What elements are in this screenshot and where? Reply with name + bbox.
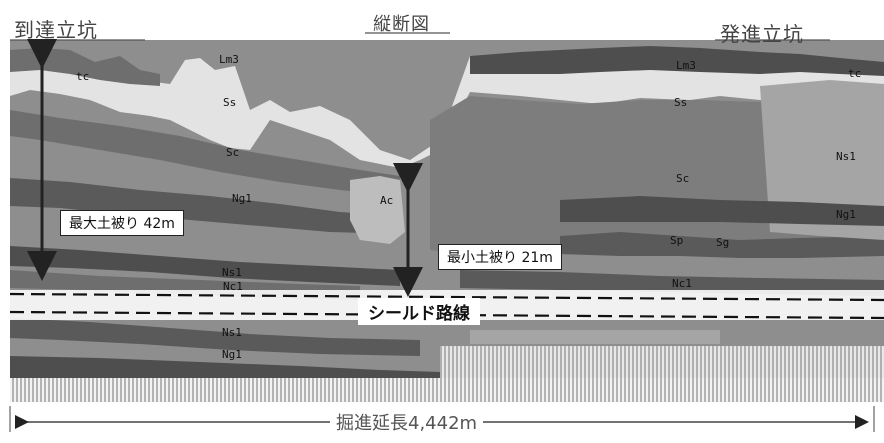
top-cap-layer xyxy=(470,46,884,76)
strata-label-lm3-right: Lm3 xyxy=(676,59,696,72)
min-cover-callout: 最小土被り 21m xyxy=(438,244,562,270)
strata-label-lm3-left: Lm3 xyxy=(219,53,239,66)
sc-band-left xyxy=(10,110,400,196)
shield-route-label: シールド路線 xyxy=(358,298,480,325)
max-cover-callout: 最大土被り 42m xyxy=(60,210,184,236)
strata-label-nc1-left: Nc1 xyxy=(223,280,243,293)
strata-label-ng1-right: Ng1 xyxy=(836,208,856,221)
ns1-band-left xyxy=(10,246,400,286)
departure-shaft-title: 発進立坑 xyxy=(720,22,804,46)
ng1-band-right xyxy=(560,196,884,226)
ng1-band-left xyxy=(10,178,400,234)
strata-label-sc-right: Sc xyxy=(676,172,690,185)
profile-title: 縦断図 xyxy=(373,14,430,35)
surface-layer xyxy=(10,52,884,168)
strata-label-ss-left: Ss xyxy=(223,96,237,109)
strata-label-nc1-right: Nc1 xyxy=(672,277,692,290)
strata-label-tc-left: tc xyxy=(76,70,90,83)
lower-right-light-band xyxy=(470,330,720,344)
strata-label-ng1-left-lower: Ng1 xyxy=(222,348,242,361)
strata-label-ac: Ac xyxy=(380,194,394,207)
strata-label-ss-right: Ss xyxy=(674,96,688,109)
strata-label-sp: Sp xyxy=(670,234,684,247)
strata-label-sc-left: Sc xyxy=(226,146,240,159)
strata-label-ns1-right: Ns1 xyxy=(836,150,856,163)
strata-label-tc-right: tc xyxy=(848,67,862,80)
lower-band-left xyxy=(10,318,420,356)
nc1-band-right xyxy=(460,270,884,296)
total-length-label: 掘進延長4,442m xyxy=(330,409,484,435)
strata-label-ns1-left-upper: Ns1 xyxy=(222,266,242,279)
strata-label-sg: Sg xyxy=(716,236,730,249)
pile-hatch-right xyxy=(440,346,884,402)
sp-band-right xyxy=(560,232,884,258)
arrival-shaft-title: 到達立坑 xyxy=(14,18,98,42)
lower-band-left-2 xyxy=(10,356,440,378)
strata-label-ng1-left-upper: Ng1 xyxy=(232,192,252,205)
strata-label-ns1-left-lower: Ns1 xyxy=(222,326,242,339)
right-gray-column xyxy=(760,80,884,240)
ac-pocket xyxy=(350,176,405,244)
